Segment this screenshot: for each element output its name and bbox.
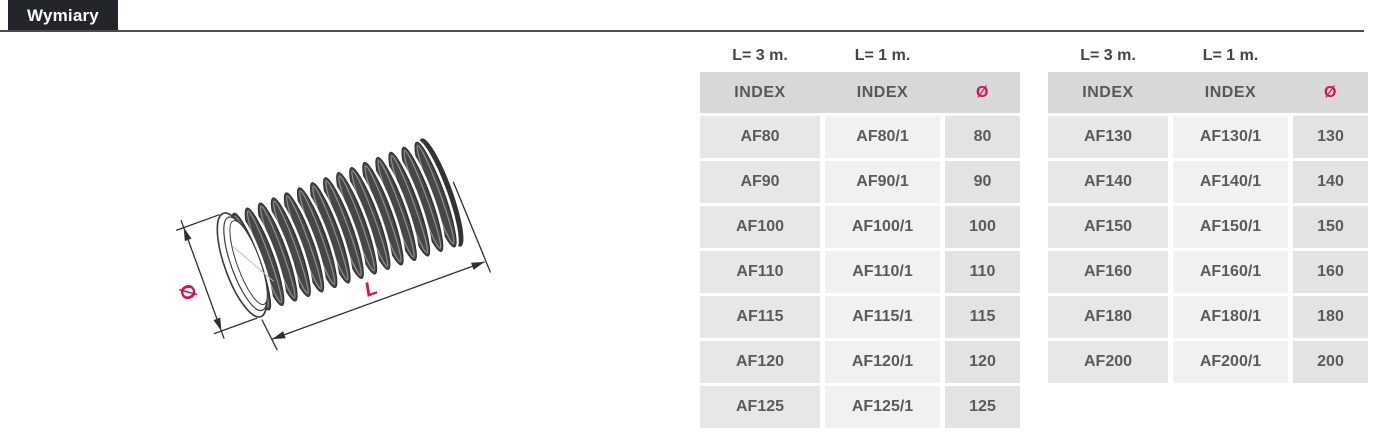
diameter-value: 115 — [945, 296, 1020, 338]
arrowhead-icon — [272, 331, 286, 340]
column-header-index-3m: INDEX — [734, 83, 786, 101]
diameter-value: 80 — [945, 116, 1020, 158]
table-header-row: INDEX INDEX Ø — [700, 72, 1020, 113]
arrowhead-icon — [183, 227, 192, 242]
length-label: L — [362, 277, 381, 302]
index-code: AF125 — [700, 386, 820, 428]
duct-corrugations — [229, 139, 459, 313]
length-header-1m: L= 1 m. — [1202, 47, 1259, 64]
diameter-value: 120 — [945, 341, 1020, 383]
index-code: AF125/1 — [825, 386, 940, 428]
index-code: AF150/1 — [1173, 206, 1288, 248]
index-code: AF200/1 — [1173, 341, 1288, 383]
top-rule — [0, 30, 1364, 32]
duct-opening — [216, 212, 274, 318]
index-code: AF180 — [1048, 296, 1168, 338]
index-code: AF90 — [700, 161, 820, 203]
index-code: AF115 — [700, 296, 820, 338]
length-header-row: L= 3 m. L= 1 m. — [700, 40, 1020, 72]
index-code: AF200 — [1048, 341, 1168, 383]
column-header-index-1m: INDEX — [856, 83, 909, 101]
table-header-row: INDEX INDEX Ø — [1048, 72, 1368, 113]
index-code: AF100 — [700, 206, 820, 248]
length-header-3m: L= 3 m. — [732, 47, 788, 64]
index-code: AF130/1 — [1173, 116, 1288, 158]
index-code: AF140/1 — [1173, 161, 1288, 203]
index-code: AF115/1 — [825, 296, 940, 338]
diameter-value: 130 — [1293, 116, 1368, 158]
index-code: AF80 — [700, 116, 820, 158]
duct-technical-drawing: Ø L — [175, 138, 492, 351]
index-code: AF100/1 — [825, 206, 940, 248]
length-header-1m: L= 1 m. — [854, 47, 911, 64]
diameter-value: 125 — [945, 386, 1020, 428]
index-code: AF90/1 — [825, 161, 940, 203]
diameter-value: 110 — [945, 251, 1020, 293]
index-code: AF180/1 — [1173, 296, 1288, 338]
diameter-label: Ø — [176, 281, 202, 303]
index-code: AF130 — [1048, 116, 1168, 158]
diameter-value: 160 — [1293, 251, 1368, 293]
column-header-index-1m: INDEX — [1204, 83, 1257, 101]
index-code: AF110/1 — [825, 251, 940, 293]
index-code: AF150 — [1048, 206, 1168, 248]
diameter-value: 140 — [1293, 161, 1368, 203]
index-code: AF120 — [700, 341, 820, 383]
column-header-diameter: Ø — [976, 83, 989, 101]
diameter-value: 200 — [1293, 341, 1368, 383]
index-code: AF140 — [1048, 161, 1168, 203]
index-code: AF80/1 — [825, 116, 940, 158]
diameter-value: 180 — [1293, 296, 1368, 338]
index-code: AF120/1 — [825, 341, 940, 383]
length-dimension — [261, 181, 492, 351]
index-code: AF160 — [1048, 251, 1168, 293]
column-header-index-3m: INDEX — [1082, 83, 1134, 101]
diameter-dimension — [175, 214, 258, 339]
diameter-value: 150 — [1293, 206, 1368, 248]
diameter-value: 90 — [945, 161, 1020, 203]
index-code: AF110 — [700, 251, 820, 293]
index-code: AF160/1 — [1173, 251, 1288, 293]
column-header-diameter: Ø — [1324, 83, 1337, 101]
arrowhead-icon — [213, 317, 222, 332]
length-header-3m: L= 3 m. — [1080, 47, 1136, 64]
section-title: Wymiary — [8, 0, 118, 31]
length-header-row: L= 3 m. L= 1 m. — [1048, 40, 1368, 72]
diameter-value: 100 — [945, 206, 1020, 248]
arrowhead-icon — [471, 261, 485, 270]
